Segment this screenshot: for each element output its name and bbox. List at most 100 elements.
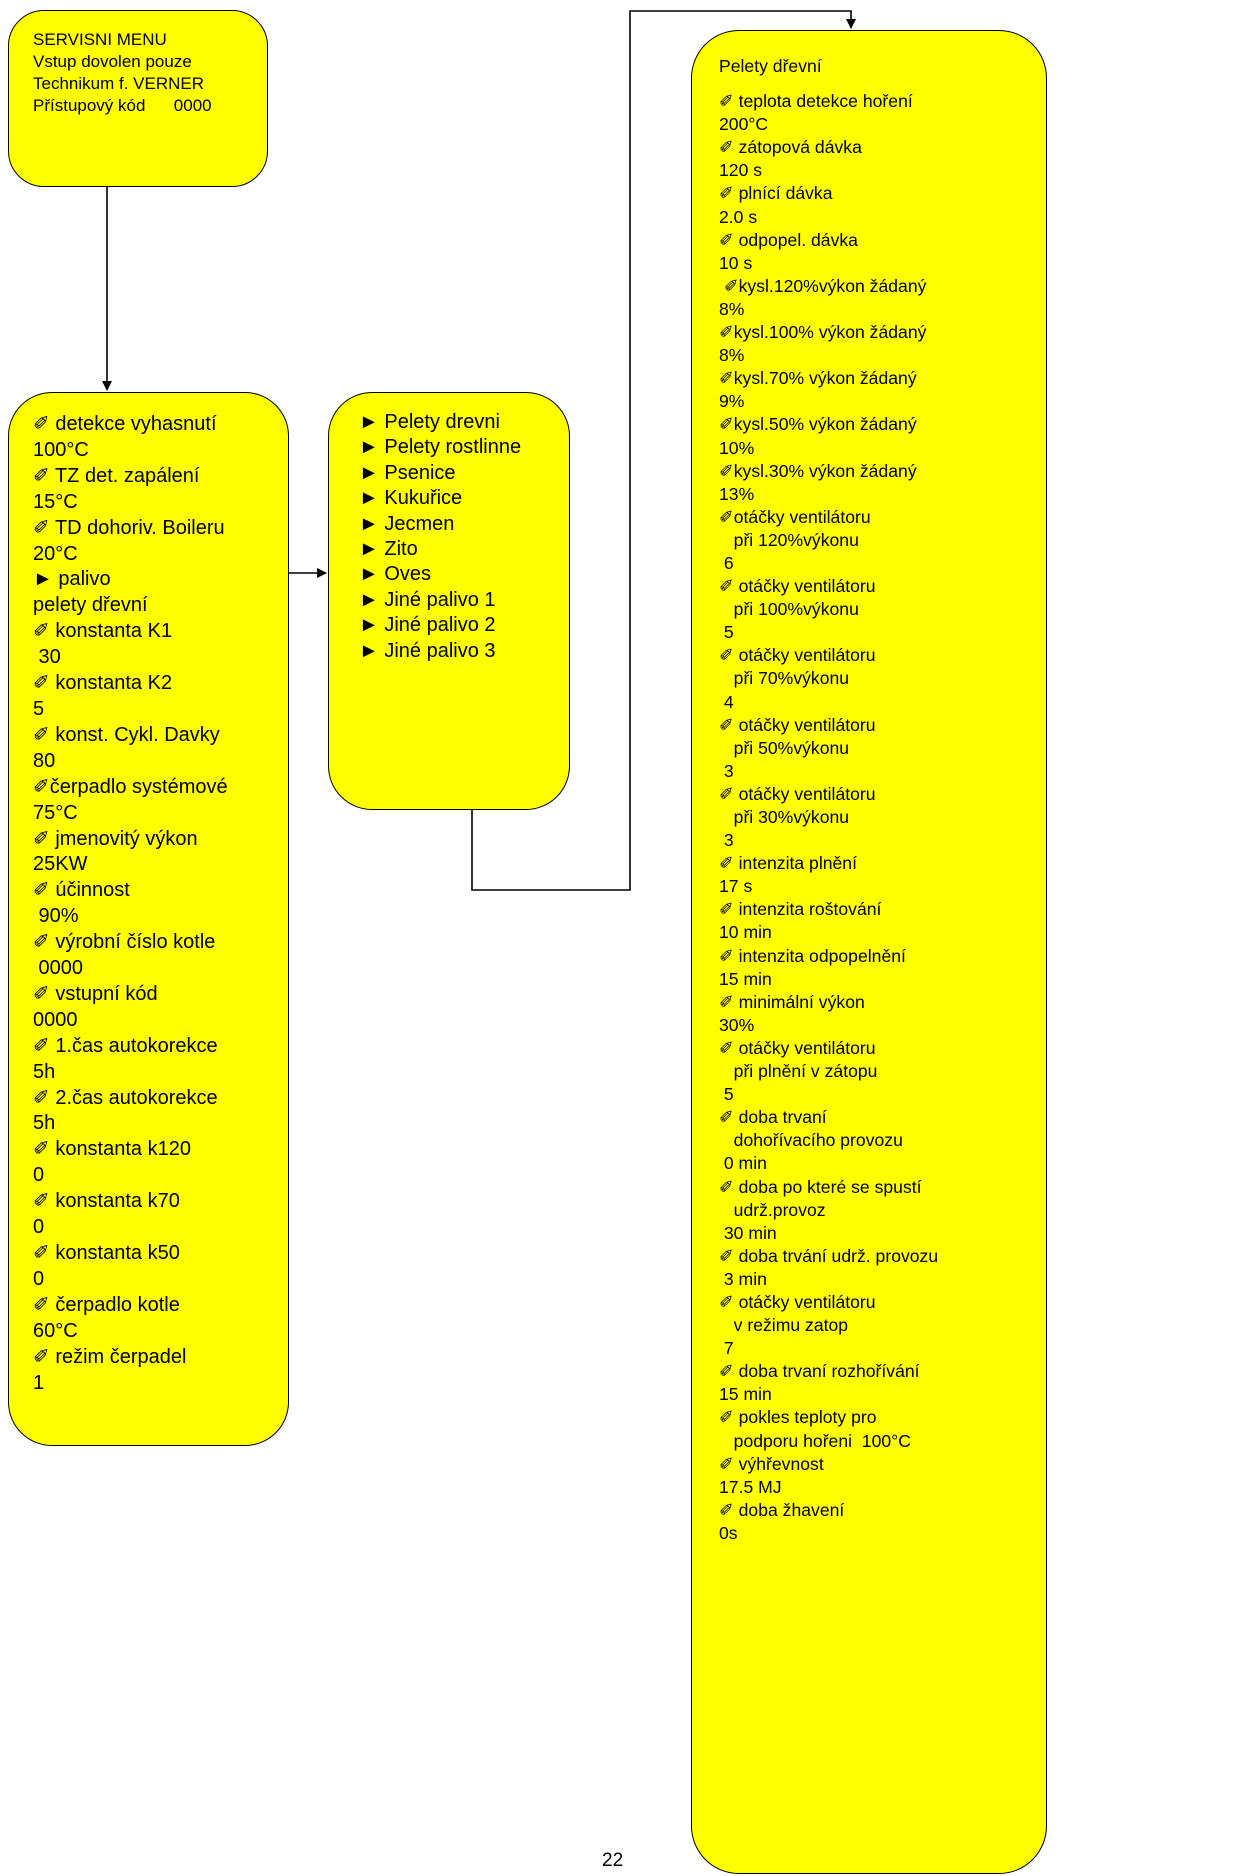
parameter-line: 20°C <box>33 542 78 565</box>
parameter-line: ✐ vstupní kód <box>33 982 158 1005</box>
pellet-setting-line: ✐ teplota detekce hoření <box>719 91 913 112</box>
parameter-line: 5h <box>33 1060 56 1083</box>
pellet-setting-line: ✐kysl.50% výkon žádaný <box>719 414 917 435</box>
pellet-setting-line: při 50%výkonu <box>719 737 850 758</box>
parameter-line: ✐ konstanta k70 <box>33 1190 180 1213</box>
parameter-line: ✐ jmenovitý výkon <box>33 827 198 850</box>
pellet-setting-line: ✐ pokles teploty pro <box>719 1407 877 1428</box>
parameter-line: 75°C <box>33 801 78 824</box>
pellet-setting-line: dohořívacího provozu <box>719 1130 903 1151</box>
pellet-setting-line: 17 s <box>719 876 753 897</box>
pellet-setting-line: 13% <box>719 483 755 504</box>
pellet-setting-line: ✐ odpopel. dávka <box>719 229 858 250</box>
parameter-line: ✐ režim čerpadel <box>33 1345 187 1368</box>
pellet-setting-line: ✐otáčky ventilátoru <box>719 506 871 527</box>
pellet-setting-line: 9% <box>719 391 745 412</box>
service-menu-line: Vstup dovolen pouze <box>33 52 192 71</box>
pellet-setting-line: ✐ doba trvání udrž. provozu <box>719 1245 939 1266</box>
pellet-setting-line: podporu hořeni 100°C <box>719 1430 911 1451</box>
parameter-line: 90% <box>33 905 79 928</box>
pellet-setting-line: 7 <box>719 1338 734 1359</box>
pellet-setting-line: 10% <box>719 437 755 458</box>
parameter-line: ✐čerpadlo systémové <box>33 775 228 798</box>
fuel-item: ► Jiné palivo 3 <box>359 639 496 662</box>
parameter-line: 5h <box>33 1112 56 1135</box>
pellet-setting-line: ✐ intenzita plnění <box>719 853 857 874</box>
pellet-setting-line: při plnění v zátopu <box>719 1061 878 1082</box>
arrow-fuels-to-pellets <box>471 10 856 891</box>
pellet-setting-line: ✐ intenzita roštování <box>719 899 882 920</box>
pellet-setting-line: při 100%výkonu <box>719 599 859 620</box>
pellet-setting-line: ✐ minimální výkon <box>719 991 865 1012</box>
parameter-line: ✐ konstanta K2 <box>33 672 173 695</box>
parameter-line: 1 <box>33 1371 45 1394</box>
parameter-line: ✐ detekce vyhasnutí <box>33 413 217 435</box>
parameter-line: ✐ 1.čas autokorekce <box>33 1034 218 1057</box>
pellet-setting-line: 5 <box>719 622 734 643</box>
parameter-line: ✐ TZ det. zapálení <box>33 464 200 487</box>
service-menu-box: SERVISNI MENU Vstup dovolen pouze Techni… <box>8 10 268 187</box>
parameter-line: 5 <box>33 697 45 720</box>
parameter-line: 25KW <box>33 853 88 876</box>
pellet-setting-line: v režimu zatop <box>719 1315 849 1336</box>
service-menu-line: SERVISNI MENU <box>33 30 167 49</box>
parameter-line: ► palivo <box>33 568 111 591</box>
fuel-item: ► Jiné palivo 1 <box>359 588 496 611</box>
parameter-line: ✐ konstanta K1 <box>33 620 173 643</box>
pellet-setting-line: ✐ intenzita odpopelnění <box>719 945 906 966</box>
parameter-line: 0 <box>33 1216 45 1239</box>
pellet-setting-line: při 30%výkonu <box>719 807 850 827</box>
pellet-setting-line: ✐ doba po které se spustí <box>719 1176 922 1197</box>
fuel-list-box: ► Pelety drevni► Pelety rostlinne► Pseni… <box>328 392 570 810</box>
pellet-setting-line: 0s <box>719 1522 738 1543</box>
pellet-setting-line: ✐kysl.120%výkon žádaný <box>719 275 927 296</box>
pellet-setting-line: 200°C <box>719 114 769 135</box>
pellet-setting-line: ✐kysl.30% výkon žádaný <box>719 460 917 481</box>
parameter-line: 60°C <box>33 1319 78 1342</box>
parameter-line: ✐ čerpadlo kotle <box>33 1293 180 1316</box>
parameter-line: 0 <box>33 1267 45 1290</box>
pellet-setting-line: 17.5 MJ <box>719 1476 782 1497</box>
parameter-line: 0000 <box>33 957 84 980</box>
pellet-setting-line: 8% <box>719 345 745 366</box>
fuel-item: ► Jiné palivo 2 <box>359 614 496 637</box>
pellet-setting-line: ✐kysl.70% výkon žádaný <box>719 368 917 389</box>
pellet-setting-line: ✐ plnící dávka <box>719 183 833 204</box>
pellet-setting-line: 5 <box>719 1084 734 1105</box>
service-menu-line: Přístupový kód 0000 <box>33 96 212 115</box>
pellet-setting-line: 3 min <box>719 1268 767 1289</box>
pellet-setting-line: 120 s <box>719 160 763 181</box>
fuel-item: ► Oves <box>359 563 432 586</box>
pellet-setting-line: 8% <box>719 298 745 319</box>
fuel-item: ► Zito <box>359 538 418 561</box>
pellet-setting-line: ✐ otáčky ventilátoru <box>719 783 876 804</box>
fuel-item: ► Jecmen <box>359 512 455 535</box>
pellet-setting-line: 3 <box>719 760 734 781</box>
pellet-setting-line: ✐ otáčky ventilátoru <box>719 1291 876 1312</box>
pellet-setting-line: ✐ otáčky ventilátoru <box>719 576 876 597</box>
pellet-setting-line: 10 min <box>719 922 772 943</box>
parameter-line: ✐ výrobní číslo kotle <box>33 931 216 954</box>
fuel-item: ► Kukuřice <box>359 487 463 510</box>
pellets-title: Pelety dřevní <box>719 56 822 76</box>
parameter-line: pelety dřevní <box>33 594 148 617</box>
parameter-line: ✐ 2.čas autokorekce <box>33 1086 218 1109</box>
pellet-setting-line: 10 s <box>719 252 753 273</box>
pellet-setting-line: ✐ výhřevnost <box>719 1453 824 1474</box>
fuel-item: ► Pelety drevni <box>359 411 500 433</box>
pellet-setting-line: 0 min <box>719 1153 767 1174</box>
pellet-setting-line: 30% <box>719 1014 755 1035</box>
pellet-setting-line: udrž.provoz <box>719 1199 826 1220</box>
pellet-setting-line: při 70%výkonu <box>719 668 850 689</box>
pellet-setting-line: ✐ otáčky ventilátoru <box>719 714 876 735</box>
parameter-line: 0 <box>33 1164 45 1187</box>
pellet-setting-line: ✐ doba trvaní rozhořívání <box>719 1361 920 1382</box>
pellet-setting-line: ✐ doba žhavení <box>719 1499 845 1520</box>
parameter-line: ✐ konstanta k50 <box>33 1242 180 1264</box>
parameter-line: 80 <box>33 749 56 772</box>
service-menu-line: Technikum f. VERNER <box>33 74 204 93</box>
pellet-setting-line: při 120%výkonu <box>719 529 859 550</box>
parameter-line: 30 <box>33 646 61 669</box>
